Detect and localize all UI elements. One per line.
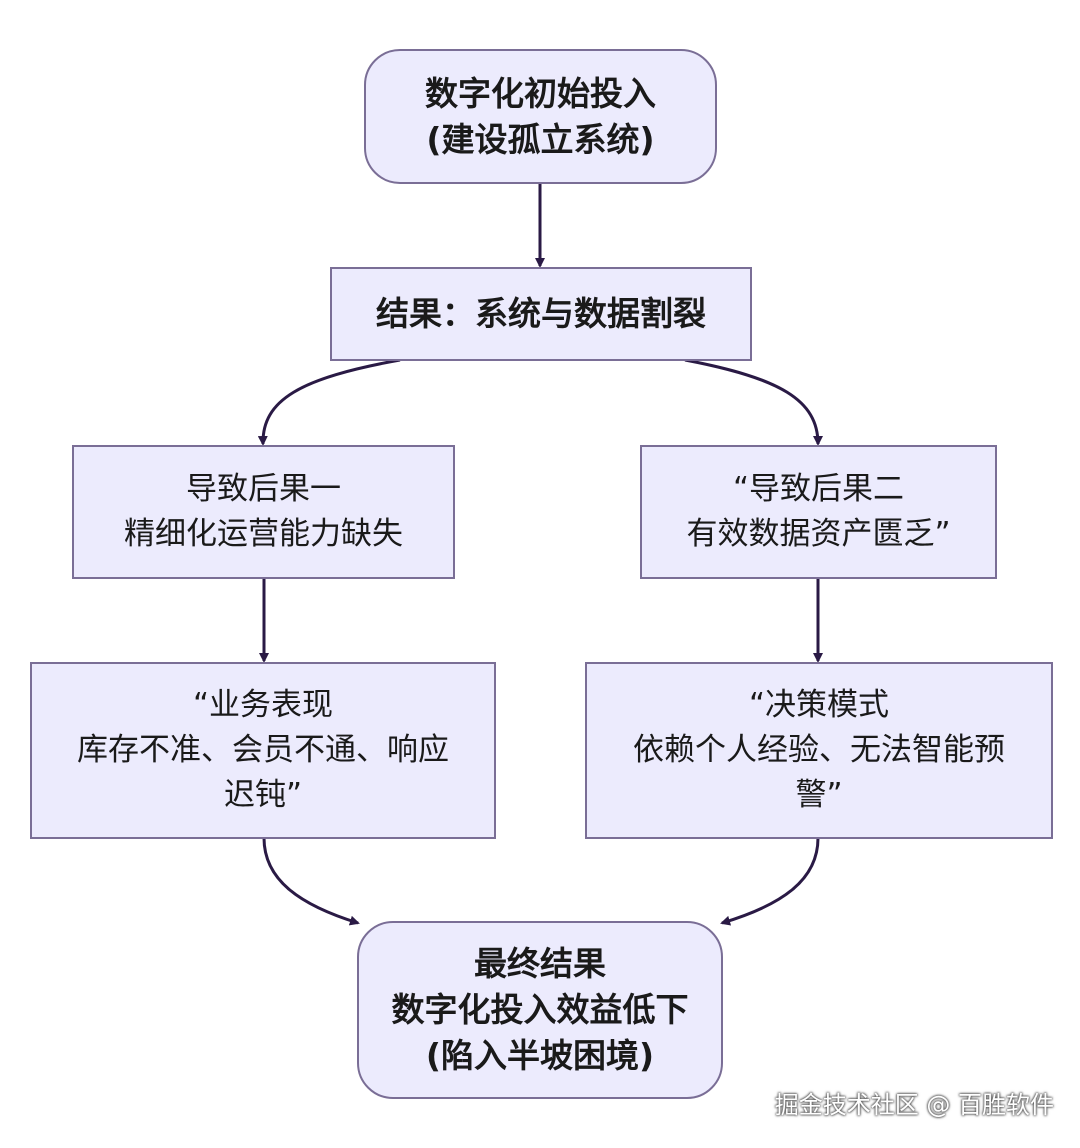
arrow-result-to-consequence-1 (257, 358, 401, 446)
start-node-line-2: (建设孤立系统) (426, 119, 655, 159)
decision-line-1: “决策模式 (748, 687, 890, 723)
business-node: “业务表现 库存不准、会员不通、响应 迟钝” (30, 662, 496, 839)
start-node-line-1: 数字化初始投入 (425, 73, 656, 113)
decision-node: “决策模式 依赖个人经验、无法智能预 警” (585, 662, 1053, 839)
business-line-3: 迟钝” (223, 777, 303, 813)
arrow-business-to-final (262, 837, 360, 926)
final-line-1: 最终结果 (474, 944, 606, 983)
final-line-2: 数字化投入效益低下 (391, 990, 689, 1029)
consequence-2-line-2: 有效数据资产匮乏” (686, 516, 951, 552)
business-line-1: “业务表现 (192, 687, 334, 723)
consequence-2-line-1: “导致后果二 (732, 471, 905, 507)
consequence-2-node: “导致后果二 有效数据资产匮乏” (640, 445, 997, 579)
start-node: 数字化初始投入 (建设孤立系统) (364, 49, 717, 184)
consequence-1-line-1: 导致后果一 (186, 471, 341, 507)
decision-line-2: 依赖个人经验、无法智能预 (633, 732, 1005, 768)
result-node-line-1: 结果：系统与数据割裂 (376, 294, 706, 333)
final-line-3: (陷入半坡困境) (425, 1036, 655, 1075)
final-node: 最终结果 数字化投入效益低下 (陷入半坡困境) (357, 921, 723, 1099)
watermark: 掘金技术社区 @ 百胜软件 (774, 1091, 1054, 1119)
consequence-1-line-2: 精细化运营能力缺失 (124, 516, 403, 552)
business-line-2: 库存不准、会员不通、响应 (77, 732, 449, 768)
consequence-1-node: 导致后果一 精细化运营能力缺失 (72, 445, 455, 579)
decision-line-3: 警” (795, 777, 843, 813)
result-node: 结果：系统与数据割裂 (330, 267, 752, 361)
arrow-decision-to-final (720, 837, 820, 926)
arrow-result-to-consequence-2 (684, 358, 823, 446)
